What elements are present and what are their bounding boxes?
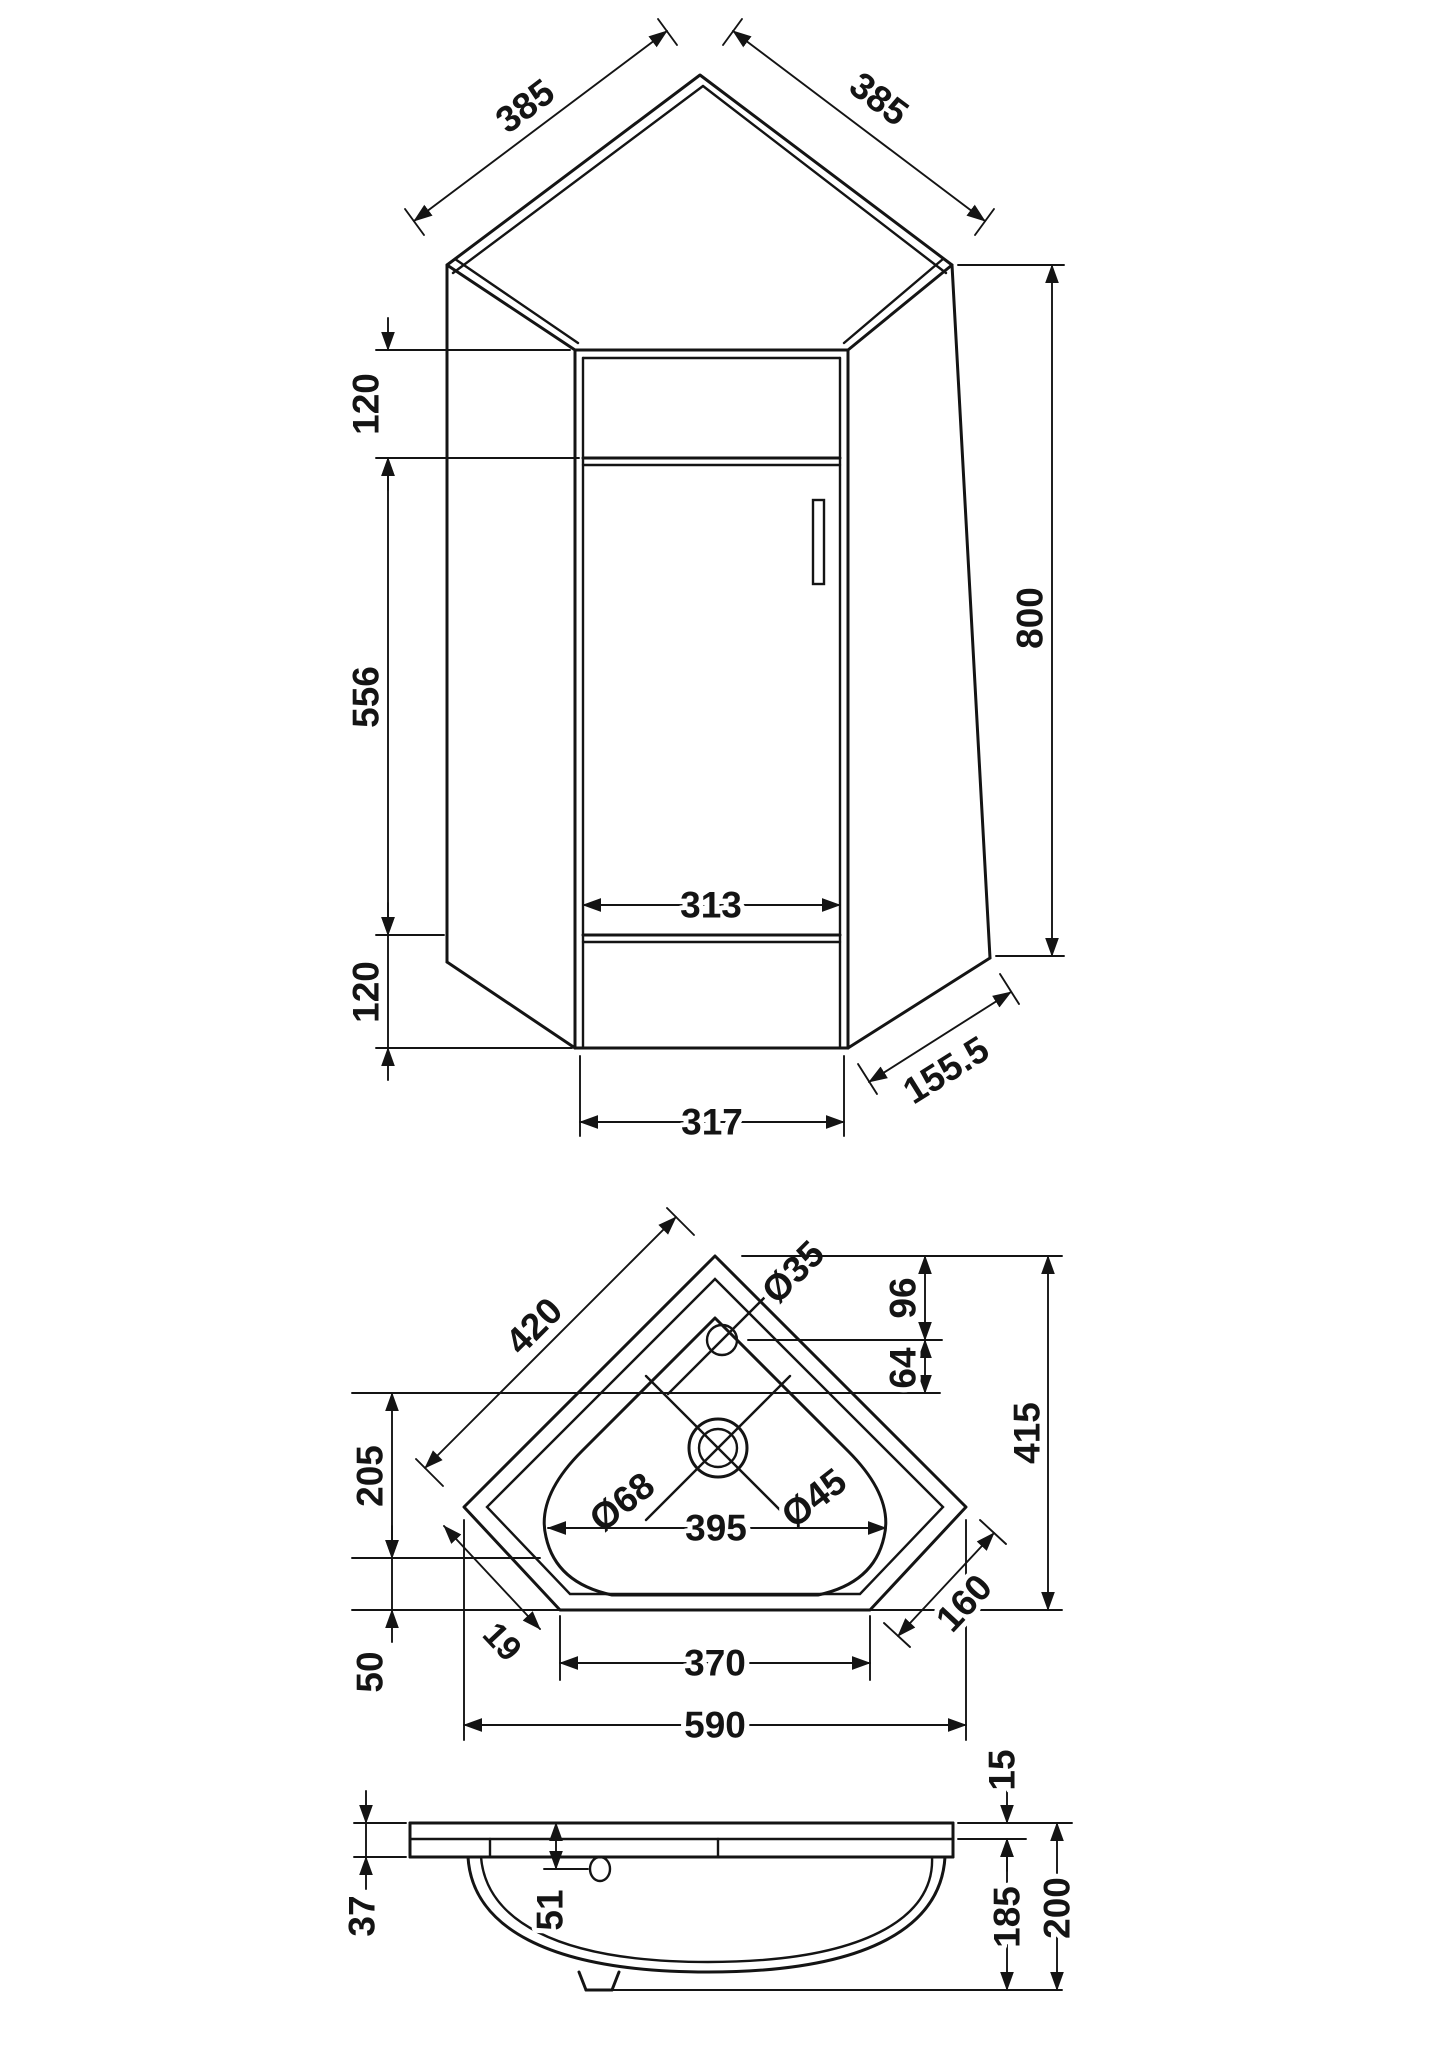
dim-label-19: 19: [475, 1615, 529, 1669]
dim-top-edge-right: 385: [722, 18, 995, 236]
dim-overflow-depth: 51: [525, 1822, 589, 1936]
dim-label-160: 160: [928, 1566, 1000, 1639]
dim-label-155-5: 155.5: [896, 1028, 996, 1112]
dim-rim-thickness: 15: [957, 1744, 1073, 1872]
dim-label-556: 556: [346, 666, 387, 728]
basin-bowl: [542, 1316, 888, 1597]
dim-corner-chamfer: 160: [883, 1519, 1007, 1648]
right-side-panel: [846, 263, 992, 1050]
overflow-hole: [588, 1855, 612, 1883]
dim-label-96: 96: [883, 1277, 924, 1318]
dim-label-37: 37: [342, 1895, 383, 1936]
dim-top-edge-left: 385: [404, 18, 678, 236]
left-side-panel: [445, 263, 577, 1050]
dim-door-height: 556: [341, 457, 445, 936]
dim-bowl-depth: 205: [345, 1392, 399, 1559]
dim-label-185: 185: [987, 1886, 1028, 1948]
bowl-profile: [466, 1855, 1063, 1992]
basin-plan-view: Ø35 Ø68 Ø45 420: [345, 1207, 1063, 1751]
tap-hole: Ø35: [666, 1228, 837, 1396]
dim-tap-hole-position: 96 64: [878, 1255, 932, 1394]
dim-label-395: 395: [685, 1508, 747, 1549]
dim-section-overall: 200: [1032, 1822, 1083, 1991]
dim-bowl-drop: 185: [982, 1838, 1033, 1991]
dim-label-200: 200: [1037, 1877, 1078, 1939]
dim-plan-overall-width: 590: [463, 1700, 967, 1751]
dim-label-d45: Ø45: [774, 1460, 854, 1535]
cabinet-carcase: [573, 348, 850, 1050]
dim-label-313: 313: [680, 885, 742, 926]
dim-label-370: 370: [684, 1643, 746, 1684]
dim-label-205: 205: [350, 1445, 391, 1507]
dim-deck-thickness: 37: [337, 1790, 407, 1942]
dim-label-385-right: 385: [842, 64, 916, 134]
dim-door-width: 313: [582, 880, 841, 931]
dim-label-420: 420: [498, 1290, 571, 1363]
dim-label-800: 800: [1010, 587, 1051, 649]
dim-label-415: 415: [1007, 1402, 1048, 1464]
dim-label-15: 15: [982, 1749, 1023, 1790]
dim-label-590: 590: [684, 1705, 746, 1746]
basin-deck: [408, 1821, 955, 1859]
basin-section-view: 37 51 15 185 200: [337, 1744, 1083, 1992]
dim-label-51: 51: [530, 1889, 571, 1930]
door-handle: [811, 498, 826, 586]
cabinet-front-view: 385 385 120 556 120: [341, 18, 1065, 1148]
dim-base-width: 317: [579, 1055, 845, 1148]
waste-outlet-stub: [577, 1970, 621, 1992]
dim-label-317: 317: [681, 1102, 743, 1143]
dim-side-return: 155.5: [857, 973, 1020, 1117]
dim-overall-height: 800: [957, 264, 1065, 957]
dim-plinth-height: 120: [341, 902, 573, 1081]
dim-label-385-left: 385: [488, 71, 562, 141]
dim-rear-edge: 420: [415, 1207, 695, 1487]
dim-label-d35: Ø35: [754, 1233, 832, 1311]
dim-label-120-bottom: 120: [346, 961, 387, 1023]
dim-label-50: 50: [350, 1651, 391, 1692]
dim-bowl-width: 395: [547, 1503, 887, 1554]
dim-front-flat-width: 370: [559, 1638, 871, 1689]
dim-plan-overall-depth: 415: [1002, 1255, 1055, 1611]
dim-label-64: 64: [883, 1347, 924, 1389]
dim-worktop-band-height: 120: [341, 317, 580, 491]
dim-front-inset: 50: [345, 1525, 399, 1698]
dim-label-120-top: 120: [346, 373, 387, 435]
